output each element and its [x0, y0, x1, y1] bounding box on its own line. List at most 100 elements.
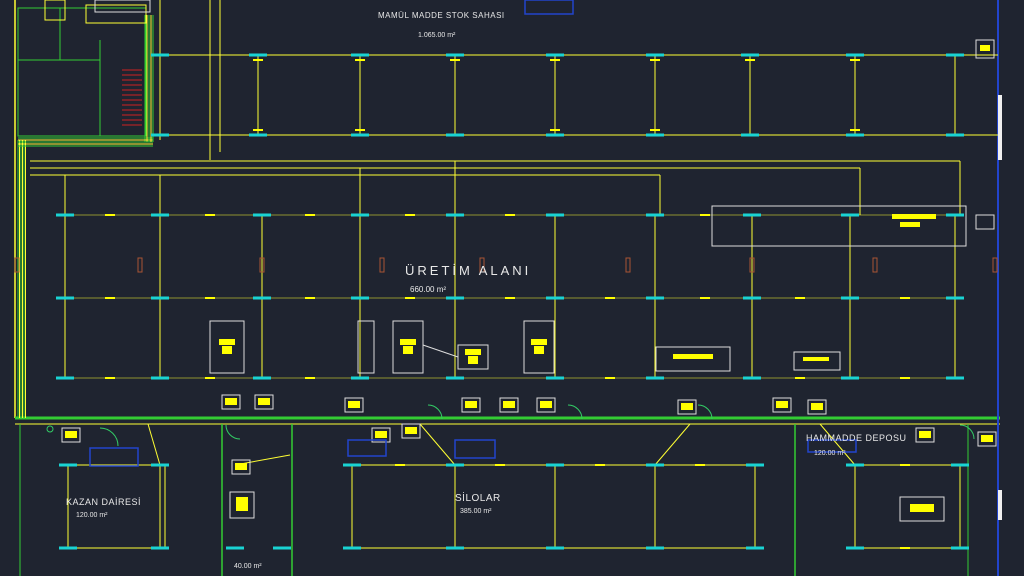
room-label-silos: SİLOLAR [455, 493, 501, 504]
column-marker [749, 257, 755, 273]
electrical-panel-fill [540, 401, 552, 408]
socket-mark [205, 377, 215, 379]
door-swing [225, 424, 241, 440]
machine-symbol [468, 356, 478, 364]
electrical-panel-fill [776, 401, 788, 408]
electrical-panel [977, 431, 997, 447]
light-fixture [741, 133, 759, 137]
electrical-panel [401, 423, 421, 439]
light-fixture [446, 53, 464, 57]
area-label-boiler: 120.00 m² [76, 512, 108, 519]
electrical-panel [915, 427, 935, 443]
door-swing [567, 404, 583, 420]
machine-outline [357, 320, 375, 374]
socket-mark [605, 377, 615, 379]
light-fixture [951, 463, 969, 467]
socket-mark [695, 464, 705, 466]
socket-mark [550, 59, 560, 61]
light-fixture [151, 53, 169, 57]
light-fixture [846, 463, 864, 467]
column-marker [379, 257, 385, 273]
socket-mark [405, 214, 415, 216]
light-fixture [56, 296, 74, 300]
light-fixture [841, 213, 859, 217]
light-fixture [56, 376, 74, 380]
socket-mark [550, 129, 560, 131]
electrical-panel-fill [258, 398, 270, 405]
socket-mark [405, 297, 415, 299]
light-fixture [249, 133, 267, 137]
light-fixture [351, 53, 369, 57]
electrical-panel [536, 397, 556, 413]
door-swing [959, 424, 975, 440]
socket-mark [850, 129, 860, 131]
machine-symbol [900, 222, 920, 227]
electrical-panel-fill [235, 463, 247, 470]
door-swing [99, 427, 119, 447]
light-fixture [946, 53, 964, 57]
light-fixture [253, 376, 271, 380]
socket-mark [595, 464, 605, 466]
socket-mark [700, 214, 710, 216]
electrical-panel [231, 459, 251, 475]
office-room [44, 0, 66, 21]
socket-mark [605, 297, 615, 299]
light-fixture [846, 546, 864, 550]
light-fixture [446, 376, 464, 380]
area-label-small-room: 40.00 m² [234, 563, 262, 570]
connector-line [422, 344, 459, 358]
light-fixture [546, 53, 564, 57]
socket-mark [305, 377, 315, 379]
light-fixture [273, 546, 291, 550]
circuit-link [654, 423, 691, 466]
machine-outline [655, 346, 731, 372]
electrical-panel-fill [348, 401, 360, 408]
light-fixture [253, 296, 271, 300]
light-fixture [151, 546, 169, 550]
electrical-panel [344, 397, 364, 413]
light-fixture [946, 296, 964, 300]
light-fixture [743, 376, 761, 380]
light-fixture [546, 546, 564, 550]
light-fixture [946, 376, 964, 380]
light-fixture [59, 463, 77, 467]
socket-mark [650, 59, 660, 61]
socket-mark [355, 129, 365, 131]
light-fixture [151, 463, 169, 467]
window [454, 439, 496, 459]
machine-symbol [465, 349, 481, 355]
light-fixture [253, 213, 271, 217]
light-fixture [743, 296, 761, 300]
electrical-panel-fill [375, 431, 387, 438]
light-fixture [343, 546, 361, 550]
light-fixture [226, 546, 244, 550]
light-fixture [743, 213, 761, 217]
electrical-panel [254, 394, 274, 410]
light-fixture [351, 133, 369, 137]
light-fixture [646, 546, 664, 550]
socket-mark [305, 214, 315, 216]
column-marker [137, 257, 143, 273]
light-fixtures [14, 53, 998, 550]
area-label-raw-material: 120.00 m² [814, 450, 846, 457]
light-fixture [546, 133, 564, 137]
socket-mark [795, 377, 805, 379]
column-marker [14, 257, 20, 273]
doors [46, 404, 975, 447]
light-fixture [446, 213, 464, 217]
socket-mark [305, 297, 315, 299]
machine-symbol [534, 346, 544, 354]
electrical-panel-fill [981, 435, 993, 442]
panel-outline [975, 39, 995, 59]
circuit-link [819, 423, 856, 466]
room-label-production: ÜRETİM ALANI [405, 263, 532, 278]
area-label-silos: 385.00 m² [460, 508, 492, 515]
socket-mark [355, 59, 365, 61]
electrical-panel-fill [465, 401, 477, 408]
panel-outline [975, 214, 995, 230]
light-fixture [646, 376, 664, 380]
electrical-panel-fill [65, 431, 77, 438]
socket-mark [650, 129, 660, 131]
electrical-panel [461, 397, 481, 413]
